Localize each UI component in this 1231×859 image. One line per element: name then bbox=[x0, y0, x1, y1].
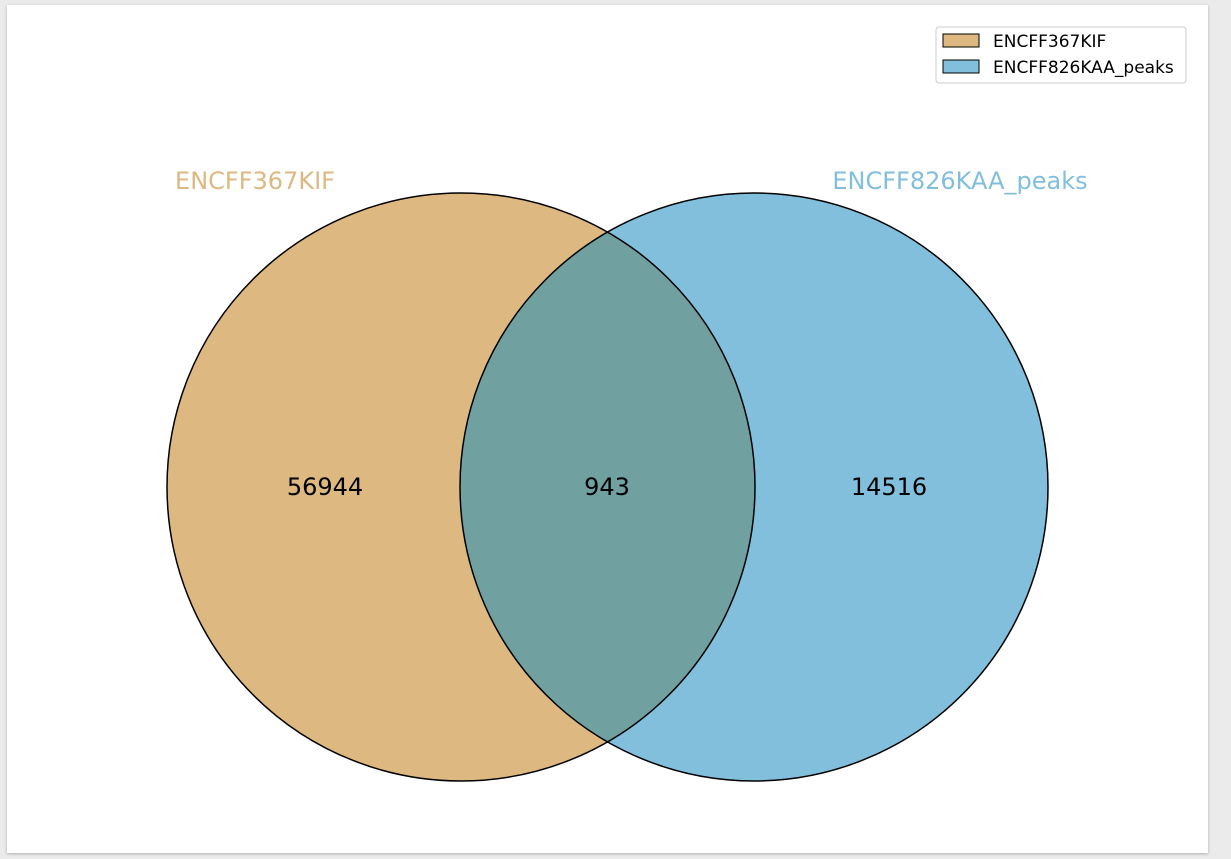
legend-label-a: ENCFF367KIF bbox=[993, 32, 1106, 52]
only-a-count: 56944 bbox=[287, 473, 363, 501]
intersection-region bbox=[460, 193, 755, 781]
legend-label-b: ENCFF826KAA_peaks bbox=[993, 58, 1174, 78]
only-b-count: 14516 bbox=[851, 473, 927, 501]
legend-box bbox=[935, 26, 1187, 84]
set-b-outline bbox=[459, 192, 1049, 782]
legend-swatch-b bbox=[942, 59, 980, 74]
set-b-label: ENCFF826KAA_peaks bbox=[832, 167, 1087, 195]
set-a-label: ENCFF367KIF bbox=[175, 167, 335, 195]
set-a-outline bbox=[166, 192, 756, 782]
legend: ENCFF367KIF ENCFF826KAA_peaks bbox=[935, 26, 1187, 84]
legend-swatch-a bbox=[942, 33, 980, 48]
intersection-count: 943 bbox=[584, 473, 630, 501]
